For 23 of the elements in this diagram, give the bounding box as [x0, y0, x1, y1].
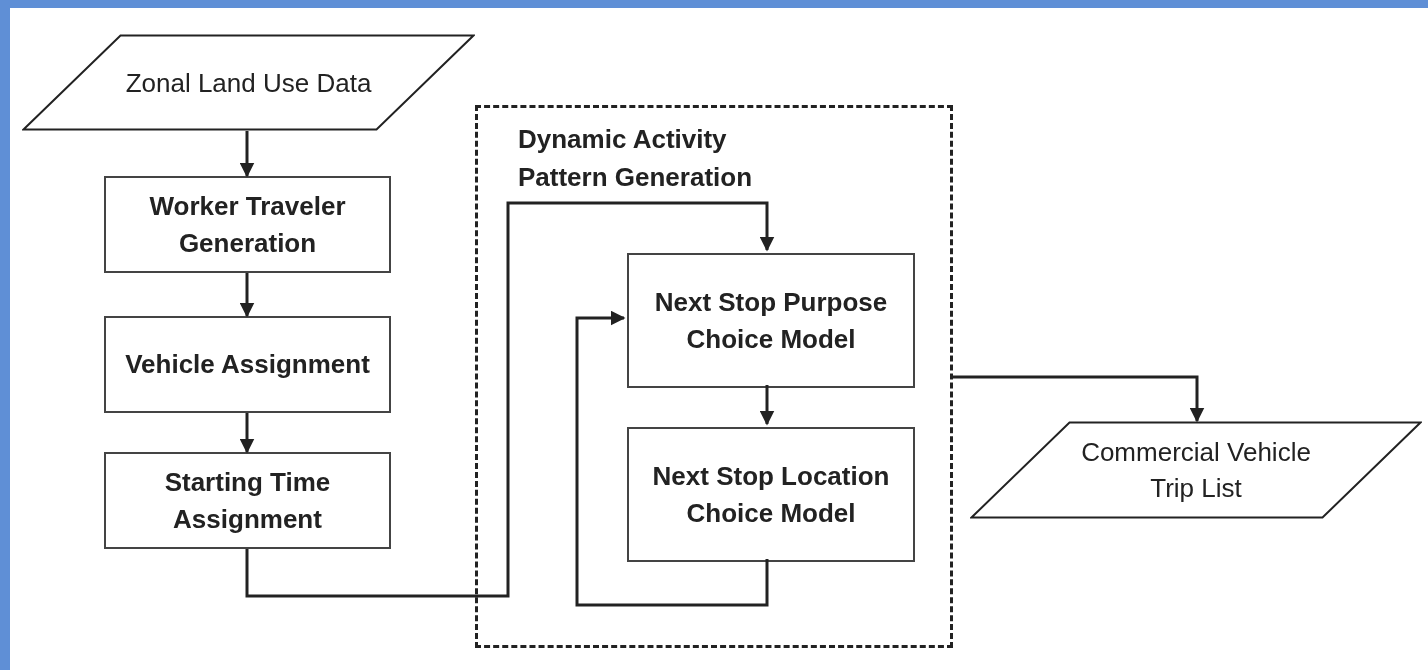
arrow — [575, 310, 769, 607]
node-text: Next Stop Location Choice Model — [651, 459, 891, 530]
node-text: Commercial Vehicle Trip List — [1080, 436, 1312, 505]
arrow — [239, 131, 255, 178]
node-text: Vehicle Assignment — [124, 348, 371, 381]
process-box — [104, 452, 391, 549]
arrow — [759, 385, 775, 426]
data-parallelogram — [22, 34, 475, 131]
node-text: Zonal Land Use Data — [124, 66, 373, 100]
process-box — [104, 176, 391, 273]
process-box — [104, 316, 391, 413]
node-text: Worker Traveler Generation — [148, 189, 347, 260]
node-text: Next Stop Purpose Choice Model — [653, 285, 889, 356]
arrow — [953, 375, 1205, 423]
arrow — [239, 273, 255, 318]
data-parallelogram — [970, 421, 1422, 519]
process-box — [627, 427, 915, 562]
arrow — [245, 201, 775, 598]
dashed-group-box — [475, 105, 953, 648]
arrow — [239, 413, 255, 454]
group-heading: Dynamic Activity Pattern Generation — [518, 123, 754, 194]
process-box — [627, 253, 915, 388]
node-text: Starting Time Assignment — [163, 465, 332, 536]
